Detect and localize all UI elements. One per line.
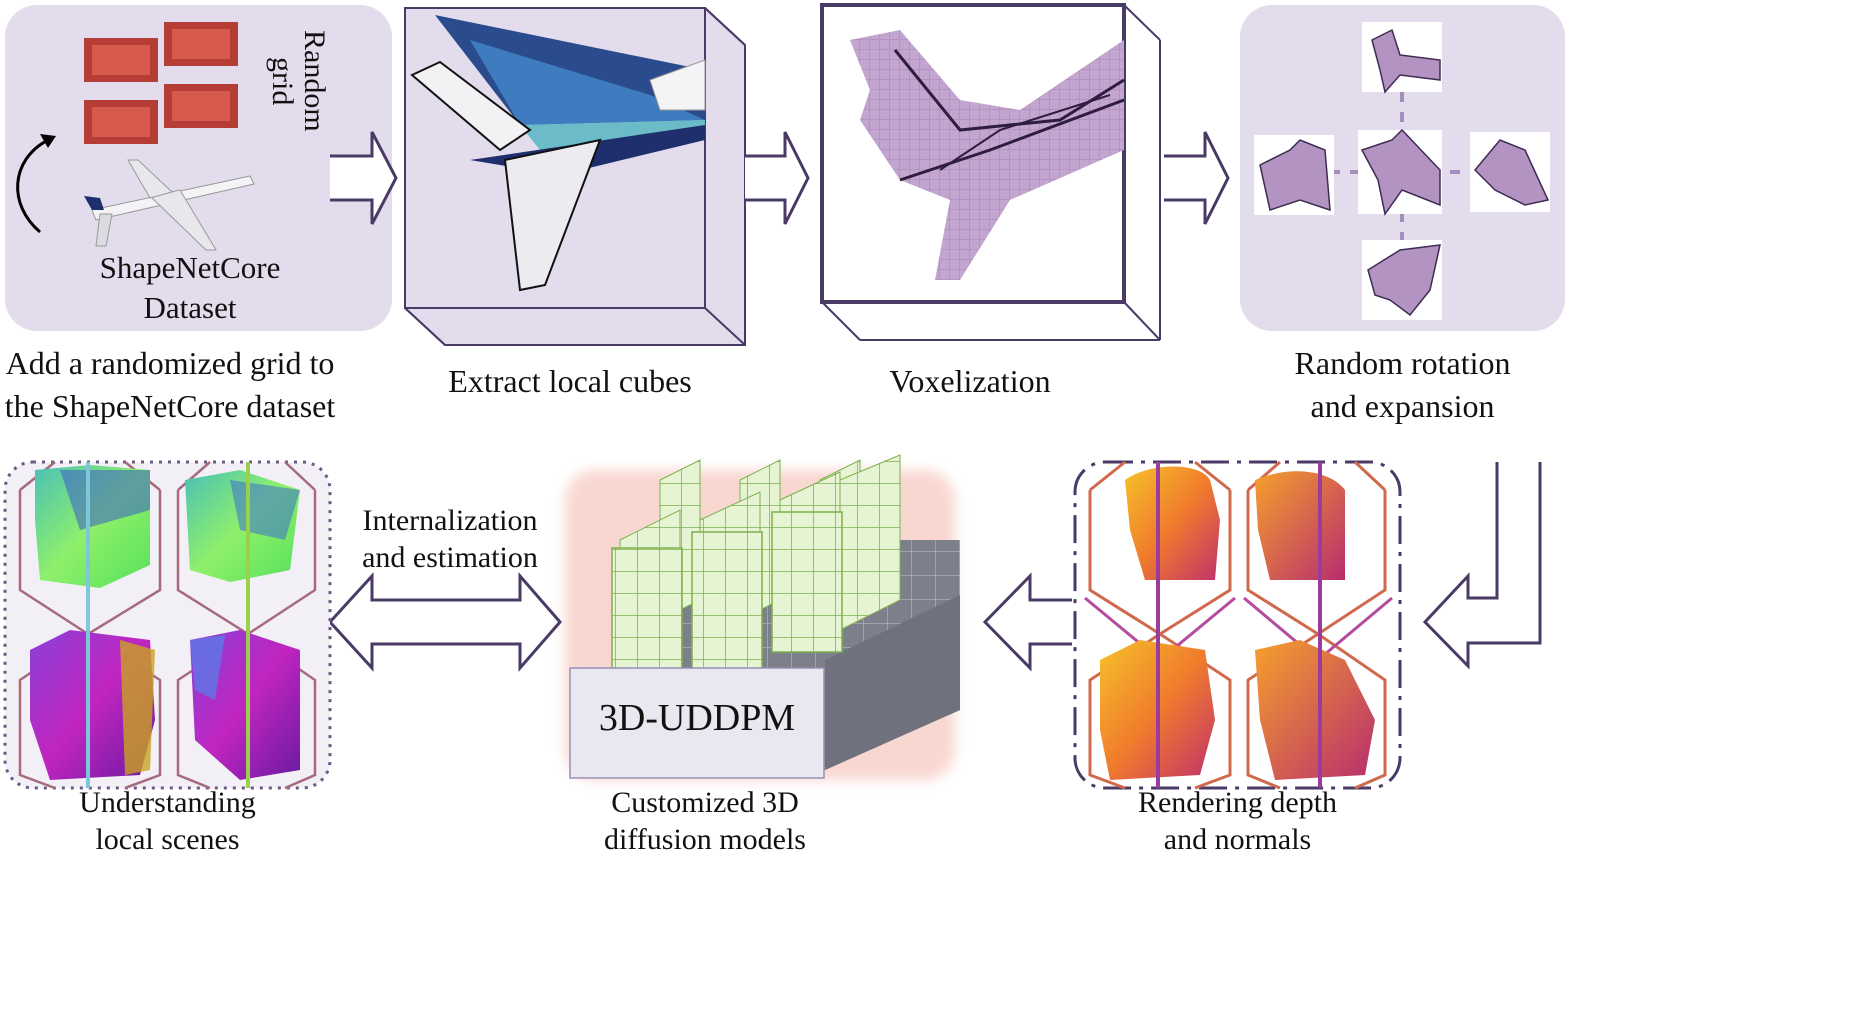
caption-step-3: Voxelization [889, 363, 1051, 399]
link-label: Internalization and estimation [362, 504, 538, 574]
normals-panel [3, 460, 332, 790]
random-grid-icon [84, 22, 238, 144]
arrow-2-to-3 [745, 131, 810, 225]
caption-step-4: Random rotation and expansion [1294, 345, 1511, 424]
arrow-3-to-4 [1164, 131, 1230, 225]
voxel-cube-panel [820, 3, 1161, 341]
rotation-right [1470, 132, 1550, 212]
caption-step-2: Extract local cubes [448, 363, 692, 399]
green-columns [611, 454, 901, 691]
wing-cutout [410, 15, 706, 292]
local-cube-panel [404, 7, 746, 346]
rotation-top [1362, 22, 1442, 94]
rotation-bottom [1362, 240, 1442, 320]
arrow-4-to-5 [1422, 462, 1542, 670]
airplane-icon [84, 159, 255, 251]
voxel-airplane [850, 30, 1125, 280]
model-label: 3D-UDDPM [598, 697, 796, 739]
arrow-1-to-2 [330, 131, 398, 225]
rotation-center [1358, 128, 1442, 216]
rotation-panel [1240, 5, 1565, 331]
diffusion-model [565, 454, 960, 780]
caption-step-6: Customized 3D diffusion models [604, 786, 806, 856]
dataset-label: ShapeNetCore Dataset [99, 250, 281, 325]
random-grid-label: Random grid [266, 30, 331, 132]
rotation-left [1254, 135, 1334, 215]
depth-render-panel [1073, 460, 1402, 790]
caption-step-1: Add a randomized grid to the ShapeNetCor… [4, 345, 336, 424]
caption-step-7: Understanding local scenes [79, 786, 256, 856]
dataset-panel [5, 5, 392, 331]
caption-step-5: Rendering depth and normals [1137, 786, 1338, 856]
rotate-arrow-icon [16, 138, 49, 234]
arrow-5-to-6 [982, 572, 1072, 672]
bidirectional-arrow [327, 571, 562, 673]
